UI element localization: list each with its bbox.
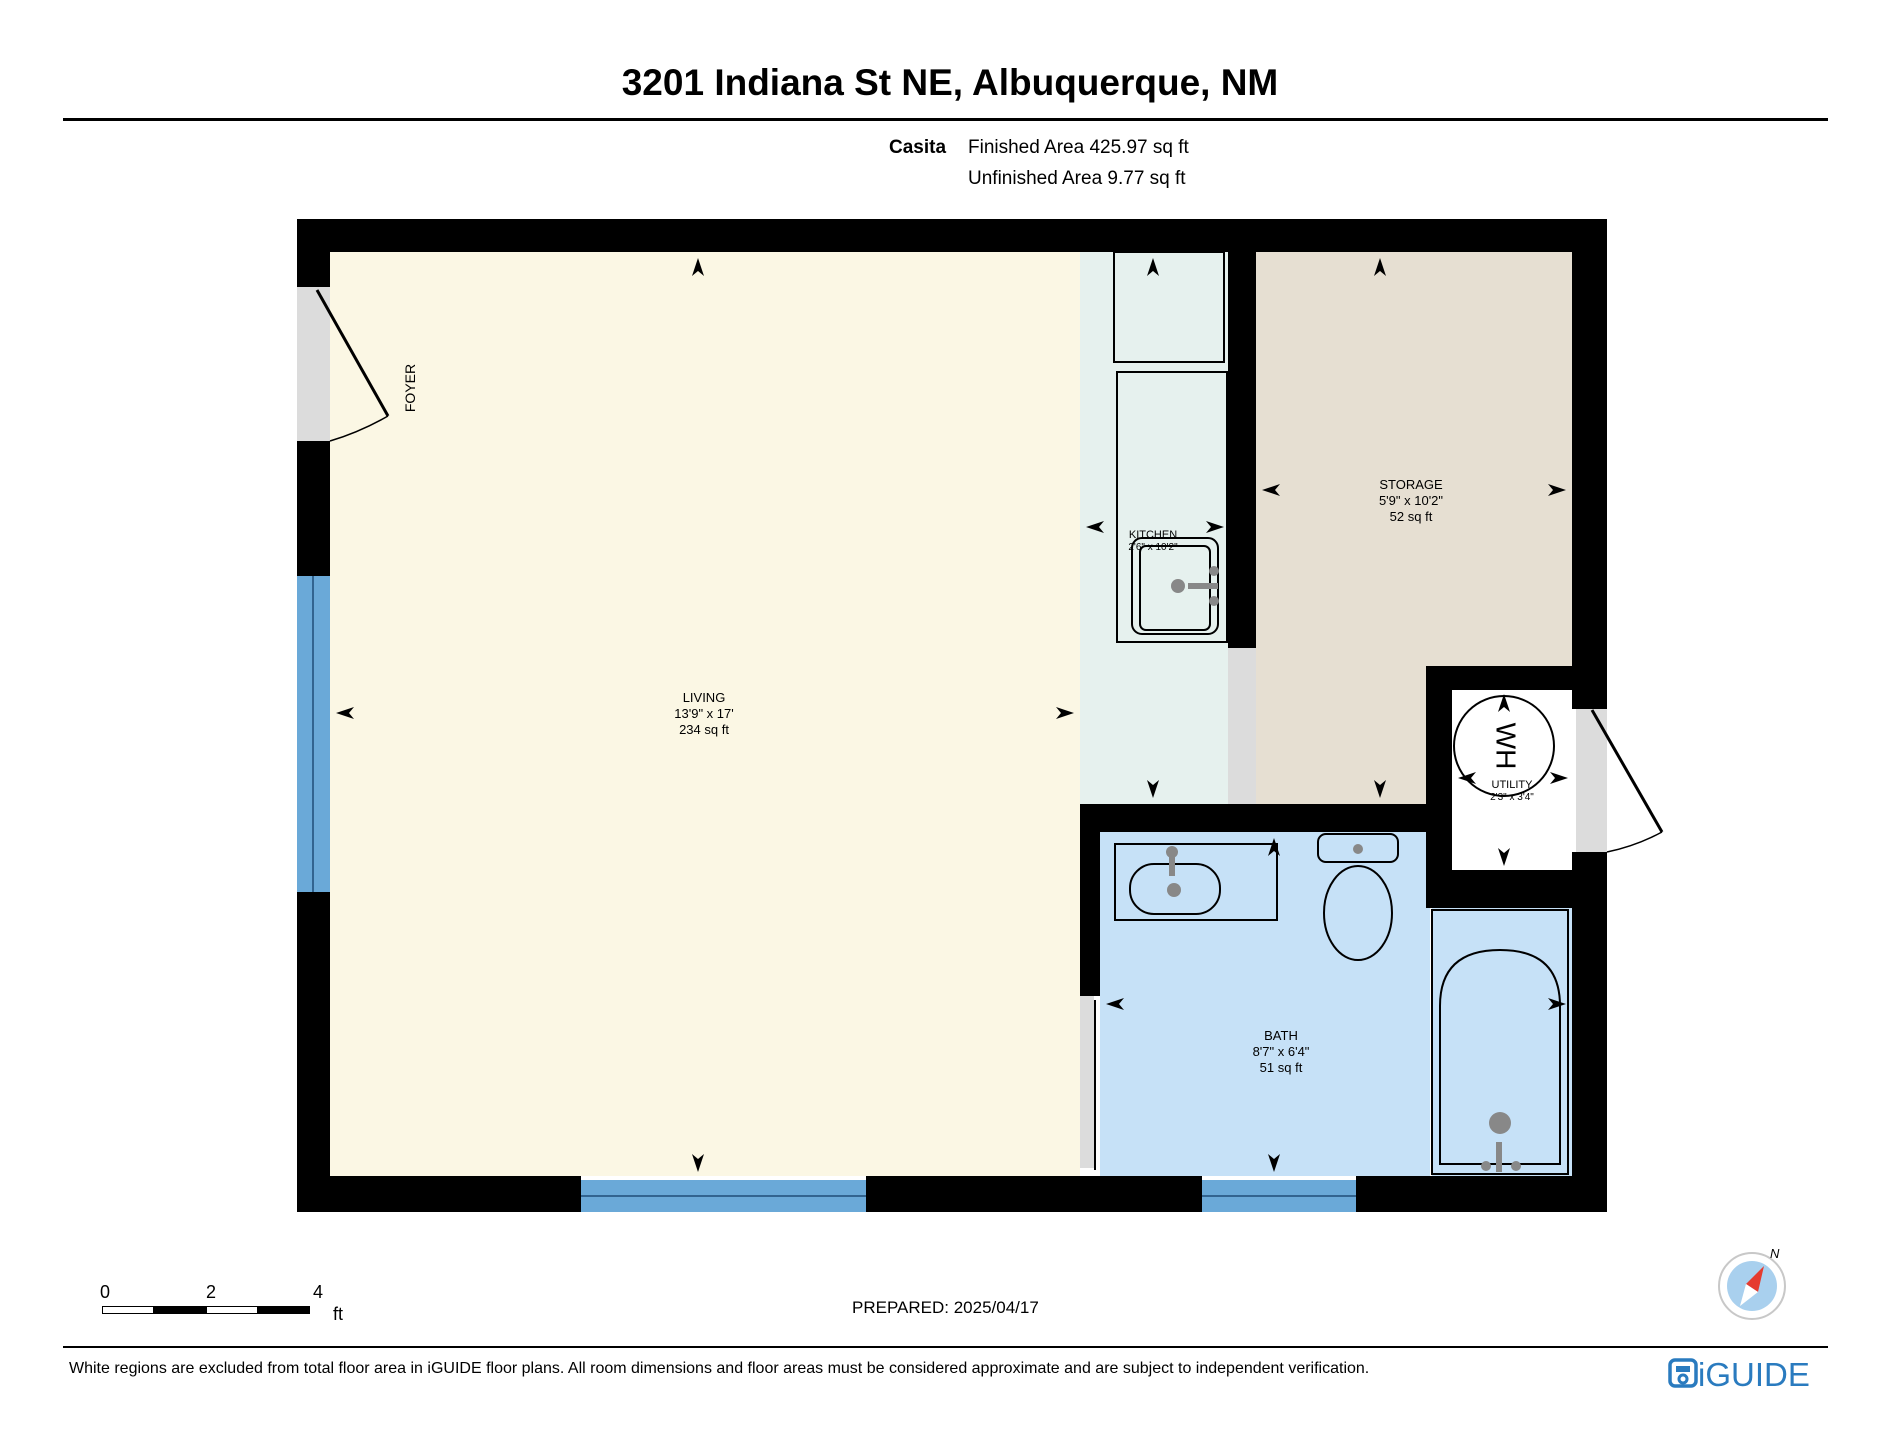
- kitchen-dims: 2'6" x 10'2": [1128, 542, 1178, 553]
- bath-taps: [1166, 844, 1521, 1172]
- iguide-logo: iGUIDE: [1668, 1356, 1810, 1393]
- scale-tick-4: 4: [313, 1282, 324, 1302]
- compass-north-label: N: [1770, 1246, 1780, 1261]
- bath-room-fill: [1100, 832, 1430, 1176]
- header-rule: [63, 118, 1828, 121]
- utility-label: UTILITY: [1492, 779, 1534, 791]
- exterior-walls: [297, 219, 1607, 1212]
- living-area: 234 sq ft: [679, 722, 729, 737]
- windows: [297, 576, 1356, 1212]
- interior-walls: [1080, 248, 1572, 996]
- scale-segment: [102, 1306, 154, 1314]
- foyer-door-opening: [297, 287, 330, 441]
- unfinished-area: Unfinished Area 9.77 sq ft: [968, 168, 1186, 189]
- scale-segment: [258, 1306, 310, 1314]
- door-swings: [315, 289, 1664, 1170]
- scale-unit: ft: [333, 1304, 344, 1324]
- kitchen-faucet: [1171, 566, 1219, 606]
- finished-area: Finished Area 425.97 sq ft: [968, 137, 1189, 158]
- storage-area: 52 sq ft: [1390, 509, 1433, 524]
- utility-dims: 2'3" x 3'4": [1490, 792, 1534, 803]
- water-heater-label: WH: [1491, 723, 1522, 770]
- passage-opening: [1228, 648, 1256, 804]
- storage-dims: 5'9" x 10'2": [1379, 493, 1443, 508]
- living-dims: 13'9" x 17': [674, 706, 733, 721]
- bath-area: 51 sq ft: [1260, 1060, 1303, 1075]
- living-room-fill: [330, 252, 1080, 1176]
- disclaimer: White regions are excluded from total fl…: [69, 1360, 1370, 1377]
- bath-label: BATH: [1264, 1028, 1298, 1043]
- area-label: Casita: [889, 137, 947, 158]
- page-title: 3201 Indiana St NE, Albuquerque, NM: [621, 62, 1279, 103]
- bath-door-opening: [1080, 996, 1094, 1168]
- living-label: LIVING: [683, 690, 726, 705]
- utility-door-opening: [1576, 709, 1607, 852]
- bath-dims: 8'7" x 6'4": [1253, 1044, 1310, 1059]
- tub-area-fill: [1432, 908, 1572, 1176]
- scale-segment: [154, 1306, 206, 1314]
- scale-tick-2: 2: [206, 1282, 217, 1302]
- footer-rule: [63, 1346, 1828, 1348]
- area-values: Finished Area 425.97 sq ft Unfinished Ar…: [968, 132, 1189, 194]
- scale-segment: [206, 1306, 258, 1314]
- bath-fixtures: [1114, 833, 1569, 1175]
- storage-label: STORAGE: [1379, 477, 1443, 492]
- scale-bar: 0 2 4 ft: [100, 1282, 360, 1332]
- kitchen-label: KITCHEN: [1129, 529, 1177, 541]
- logo-text: iGUIDE: [1698, 1356, 1810, 1393]
- scale-tick-0: 0: [100, 1282, 111, 1302]
- prepared-date: PREPARED: 2025/04/17: [852, 1298, 1039, 1317]
- compass-icon: N: [1718, 1246, 1786, 1320]
- foyer-label: FOYER: [402, 364, 418, 412]
- kitchen-room-fill: [1080, 252, 1230, 804]
- dimension-arrows: [336, 258, 1568, 1172]
